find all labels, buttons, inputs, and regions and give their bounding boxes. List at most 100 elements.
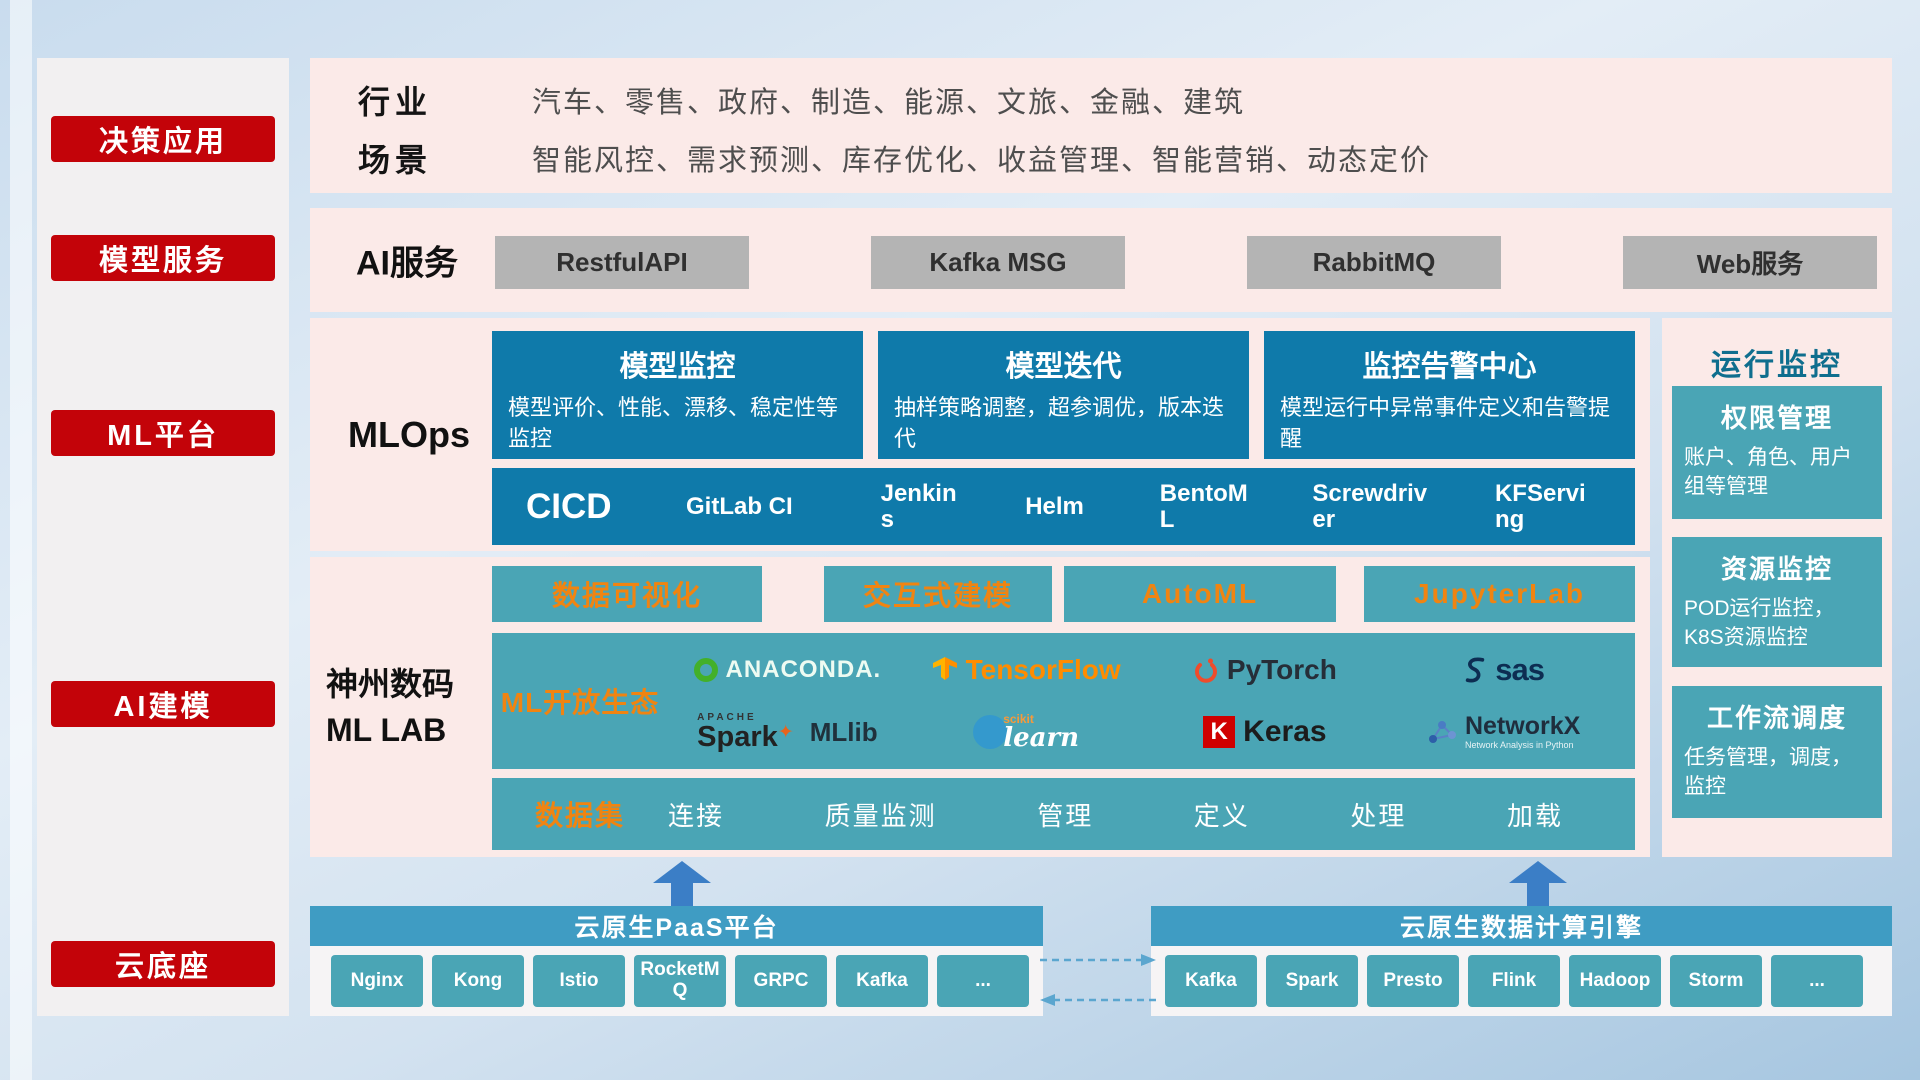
dataflow-dashed-arrows	[1040, 954, 1156, 1006]
data-engine-banner: 云原生数据计算引擎	[1151, 906, 1892, 946]
ai-services-panel: AI服务 RestfulAPI Kafka MSG RabbitMQ Web服务	[310, 208, 1892, 312]
interactive-modeling-button: 交互式建模	[824, 566, 1052, 622]
industry-row: 行业 汽车、零售、政府、制造、能源、文旅、金融、建筑	[358, 78, 1872, 122]
arrow-stem	[1527, 883, 1549, 906]
tensorflow-logo: TensorFlow	[932, 654, 1121, 686]
scenario-row: 场景 智能风控、需求预测、库存优化、收益管理、智能营销、动态定价	[358, 136, 1872, 180]
industry-scenario-panel: 行业 汽车、零售、政府、制造、能源、文旅、金融、建筑 场景 智能风控、需求预测、…	[310, 58, 1892, 193]
ecosystem-label: ML开放生态	[500, 687, 660, 718]
pytorch-flame-icon	[1194, 658, 1217, 683]
grpc-chip: GRPC	[735, 955, 827, 1007]
spark-label: Spark	[697, 720, 778, 753]
scenario-label: 场景	[358, 142, 433, 178]
keras-label: Keras	[1243, 715, 1327, 748]
ml-lab-label: 神州数码 ML LAB	[326, 661, 480, 754]
keras-k-icon: K	[1203, 716, 1236, 748]
anaconda-label: ANACONDA.	[725, 656, 882, 683]
kafka-msg-button: Kafka MSG	[871, 236, 1125, 289]
paas-platform-banner: 云原生PaaS平台	[310, 906, 1043, 946]
storm-chip: Storm	[1670, 955, 1762, 1007]
networkx-wordmark: NetworkX Network Analysis in Python	[1465, 713, 1580, 750]
ml-open-ecosystem: ML开放生态 ANACONDA. TensorFlow	[492, 633, 1635, 769]
flink-chip: Flink	[1468, 955, 1560, 1007]
helm-item: Helm	[1025, 492, 1084, 520]
alert-center-card: 监控告警中心 模型运行中异常事件定义和告警提醒	[1264, 331, 1635, 459]
bentoml-item: BentoML	[1159, 480, 1248, 533]
cicd-label: CICD	[526, 486, 612, 526]
mlops-cards: 模型监控 模型评价、性能、漂移、稳定性等监控 模型迭代 抽样策略调整，超参调优，…	[492, 331, 1635, 459]
scikit-learn-icon	[973, 715, 1008, 749]
resource-monitoring-card: 资源监控 POD运行监控，K8S资源监控	[1672, 537, 1882, 667]
automl-button: AutoML	[1064, 566, 1336, 622]
spark-mllib-logo: APACHE Spark✦ MLlib	[697, 712, 878, 753]
tensorflow-label: TensorFlow	[965, 654, 1121, 685]
hadoop-chip: Hadoop	[1569, 955, 1661, 1007]
ml-lab-label-line1: 神州数码	[326, 666, 455, 702]
workflow-scheduling-card: 工作流调度 任务管理，调度，监控	[1672, 686, 1882, 818]
scikit-learn-logo: scikit learn	[973, 713, 1079, 751]
model-monitoring-card: 模型监控 模型评价、性能、漂移、稳定性等监控	[492, 331, 863, 459]
rail-item-ai-modeling: AI建模	[51, 681, 275, 727]
rail-item-model-service: 模型服务	[51, 235, 275, 281]
more-chip: ...	[937, 955, 1029, 1007]
dataset-label: 数据集	[534, 800, 625, 831]
kafka-chip: Kafka	[1165, 955, 1257, 1007]
presto-chip: Presto	[1367, 955, 1459, 1007]
jenkins-item: Jenkins	[880, 480, 957, 533]
left-rail: 决策应用 模型服务 ML平台 AI建模 云底座	[37, 58, 289, 1016]
mllib-label: MLlib	[809, 716, 878, 747]
networkx-logo: NetworkX Network Analysis in Python	[1427, 713, 1580, 750]
card-desc: 抽样策略调整，超参调优，版本迭代	[894, 395, 1225, 451]
dataset-item-manage: 管理	[1037, 800, 1094, 831]
card-title: 权限管理	[1720, 403, 1833, 433]
card-desc: 任务管理，调度，监控	[1684, 746, 1852, 799]
keras-logo: K Keras	[1203, 715, 1327, 749]
dataset-items: 连接 质量监测 管理 定义 处理 加载	[668, 796, 1635, 833]
sas-swirl-icon	[1466, 657, 1485, 683]
cicd-bar: CICD GitLab CI Jenkins Helm BentoML Scre…	[492, 468, 1635, 545]
sas-label: sas	[1495, 652, 1545, 687]
card-title: 模型监控	[619, 351, 736, 383]
rail-item-decision-apps: 决策应用	[51, 116, 275, 162]
pytorch-logo: PyTorch	[1193, 654, 1337, 686]
arrow-head	[1509, 861, 1567, 883]
kfserving-item: KFServing	[1494, 480, 1586, 533]
spark-wordmark: APACHE Spark✦	[697, 712, 794, 753]
rail-item-cloud-base: 云底座	[51, 941, 275, 987]
data-engine-components: Kafka Spark Presto Flink Hadoop Storm ..…	[1151, 946, 1892, 1016]
restfulapi-button: RestfulAPI	[495, 236, 749, 289]
model-iteration-card: 模型迭代 抽样策略调整，超参调优，版本迭代	[878, 331, 1249, 459]
dataset-item-define: 定义	[1193, 800, 1250, 831]
runtime-monitoring-panel: 运行监控 权限管理 账户、角色、用户组等管理 资源监控 POD运行监控，K8S资…	[1662, 318, 1892, 857]
ecosystem-logos: ANACONDA. TensorFlow PyTorch	[668, 633, 1635, 769]
up-arrow-right	[1509, 861, 1567, 906]
rabbitmq-button: RabbitMQ	[1247, 236, 1501, 289]
mlops-label: MLOps	[348, 413, 470, 455]
card-title: 资源监控	[1720, 554, 1833, 584]
dataset-bar: 数据集 连接 质量监测 管理 定义 处理 加载	[492, 778, 1635, 850]
runtime-monitoring-title: 运行监控	[1711, 349, 1843, 382]
anaconda-logo: ANACONDA.	[693, 656, 882, 684]
permission-management-card: 权限管理 账户、角色、用户组等管理	[1672, 386, 1882, 519]
dataset-item-connect: 连接	[668, 800, 725, 831]
kafka-chip: Kafka	[836, 955, 928, 1007]
arrow-head	[653, 861, 711, 883]
sas-logo: sas	[1463, 652, 1545, 688]
card-desc: 账户、角色、用户组等管理	[1684, 446, 1852, 499]
tensorflow-icon	[932, 657, 957, 680]
istio-chip: Istio	[533, 955, 625, 1007]
up-arrow-left	[653, 861, 711, 906]
ml-lab-tools: 数据可视化 交互式建模 AutoML JupyterLab	[492, 566, 1635, 622]
gitlab-ci-item: GitLab CI	[686, 492, 793, 520]
scikit-learn-wordmark: scikit learn	[1003, 713, 1079, 751]
ml-lab-panel: 神州数码 ML LAB 数据可视化 交互式建模 AutoML JupyterLa…	[310, 557, 1650, 857]
pytorch-label: PyTorch	[1226, 654, 1337, 685]
cicd-items: GitLab CI Jenkins Helm BentoML Screwdriv…	[686, 480, 1595, 533]
ml-lab-label-line2: ML LAB	[326, 712, 447, 749]
rail-item-ml-platform: ML平台	[51, 410, 275, 456]
ai-services-buttons: RestfulAPI Kafka MSG RabbitMQ Web服务	[495, 236, 1877, 289]
card-desc: 模型运行中异常事件定义和告警提醒	[1280, 395, 1611, 451]
arrow-stem	[671, 883, 693, 906]
scikit-label: scikit	[1003, 712, 1034, 726]
